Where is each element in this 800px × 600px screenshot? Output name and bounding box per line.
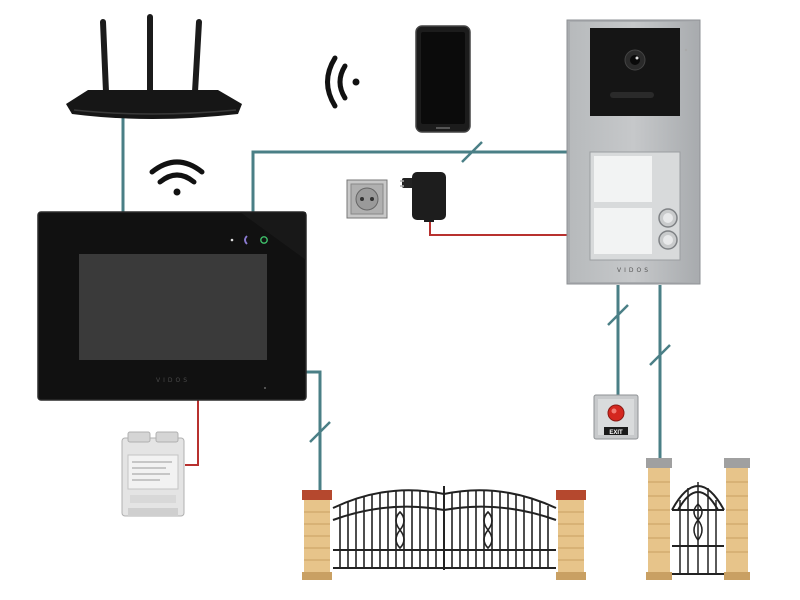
call-button-1[interactable]: [658, 208, 678, 228]
cables: [121, 118, 662, 495]
gate-bars: [339, 490, 549, 568]
call-button-2[interactable]: [658, 230, 678, 250]
exit-button-label: EXIT: [609, 430, 623, 436]
wicket-pillar-left: [646, 458, 672, 580]
smartphone-icon: [415, 25, 471, 133]
gate-ornaments: [395, 510, 493, 550]
cable-monitor-door-panel: [251, 150, 568, 212]
exit-button-icon[interactable]: EXIT: [593, 394, 639, 440]
door-camera-icon: [590, 28, 688, 116]
monitor-brand: VIDOS: [156, 377, 190, 384]
door-panel: VIDOS: [566, 19, 701, 285]
gate-pillar-right: [556, 490, 586, 580]
cable-cut-marks: [309, 141, 671, 443]
gate-pillar-left: [302, 490, 332, 580]
power-cable-adapter-panel: [429, 220, 568, 236]
wicket-pillar-right: [724, 458, 750, 580]
power-cables: [185, 220, 568, 466]
power-socket-icon: [346, 179, 388, 219]
din-power-supply-icon: [121, 431, 185, 517]
power-adapter-icon: [400, 172, 446, 222]
monitor-screen: [79, 254, 267, 360]
monitor-power-icon[interactable]: [260, 236, 268, 244]
wifi-icon: [149, 159, 205, 196]
monitor-indicator-led: [230, 238, 234, 242]
cable-monitor-gate: [305, 370, 322, 495]
router-icon: [66, 14, 242, 119]
power-cable-psu-monitor: [185, 400, 199, 466]
gate-icon: [302, 486, 586, 580]
indoor-monitor: VIDOS: [37, 211, 307, 401]
wicket-gate-icon: [646, 458, 750, 580]
wifi-signal-icon: [325, 55, 360, 109]
door-panel-brand: VIDOS: [617, 267, 651, 274]
monitor-call-icon[interactable]: [244, 235, 248, 245]
wicket-ornament: [693, 502, 703, 542]
